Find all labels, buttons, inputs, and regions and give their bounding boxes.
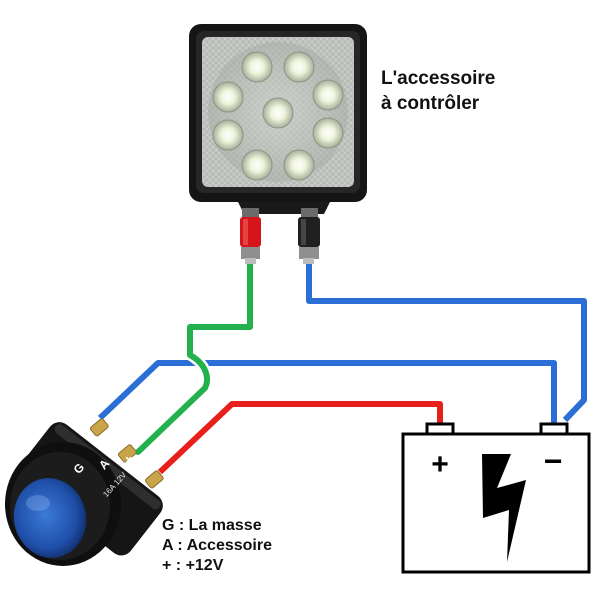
rocker-button [13,478,87,558]
ground-wire-light-to-battery [303,262,590,424]
led-work-light [189,24,367,264]
lightning-bolt-icon [482,454,526,562]
wires [96,256,590,476]
battery: + − [401,422,591,574]
legend-accessory: A : Accessoire [162,537,272,554]
accessory-caption-line-2: à contrôler [381,93,480,114]
power-wire [156,398,446,476]
light-negative-terminal [298,208,320,264]
light-positive-terminal [240,208,261,264]
battery-negative-label: − [544,443,563,479]
terminal-legend: G : La masse A : Accessoire + : +12V [162,516,272,576]
accessory-caption: L'accessoire à contrôler [381,66,495,116]
legend-power: + : +12V [162,557,224,574]
accessory-caption-line-1: L'accessoire [381,68,496,89]
rocker-switch: G A + 16A 12V [5,418,164,566]
battery-positive-label: + [431,448,449,481]
switch-terminals [89,418,164,489]
led-cluster [212,51,344,181]
legend-ground: G : La masse [162,517,262,534]
